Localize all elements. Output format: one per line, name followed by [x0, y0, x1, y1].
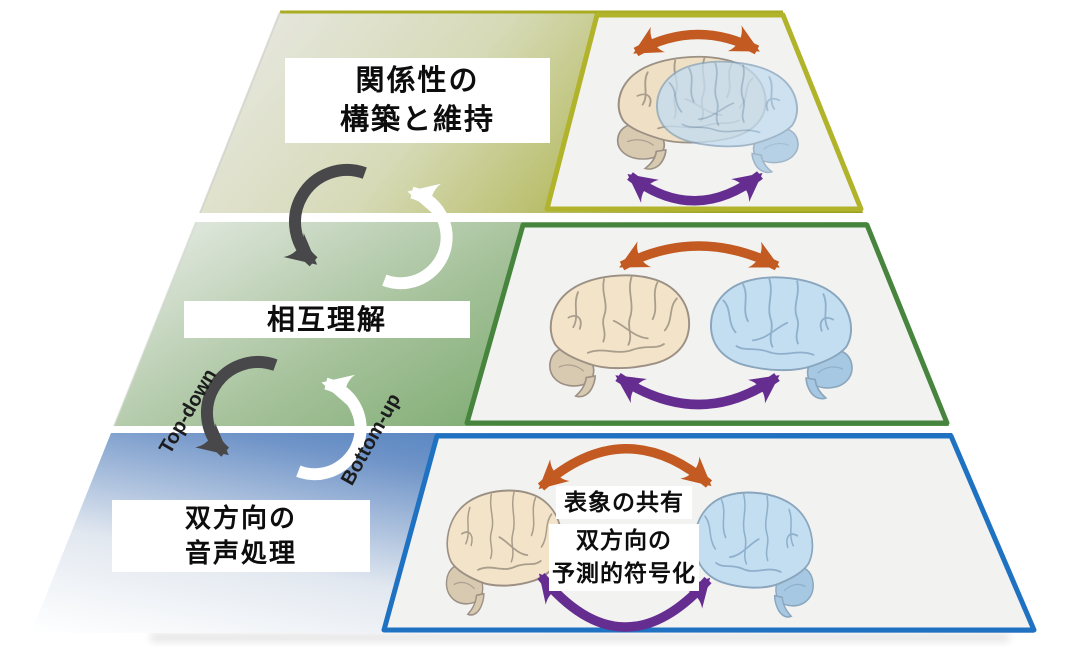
level1-label-line2: 構築と維持	[339, 103, 495, 136]
orange-reciprocal-arrow-level2	[619, 241, 780, 271]
predictive-coding-line1: 双方向の	[576, 527, 672, 553]
level1-label-line1: 関係性の	[355, 64, 480, 97]
top-down-cycle-arrow-lower	[195, 356, 278, 457]
level2-label-box: 相互理解	[184, 301, 470, 338]
bottom-up-cycle-arrow-upper	[382, 183, 453, 290]
bottom-up-cycle-arrow-lower	[296, 374, 367, 481]
level2-label-line1: 相互理解	[266, 304, 387, 335]
level1-label-box: 関係性の 構築と維持	[285, 58, 550, 143]
level2-panel	[464, 222, 950, 426]
level3-label-box: 双方向の 音声処理	[112, 500, 370, 572]
level3-label-line2: 音声処理	[184, 538, 297, 568]
shared-representation-label: 表象の共有	[556, 486, 692, 519]
level3-label-line1: 双方向の	[184, 503, 297, 533]
top-down-cycle-arrow-upper	[283, 163, 367, 267]
purple-reciprocal-arrow-level1	[627, 171, 763, 206]
level2-left-edge	[113, 221, 197, 427]
predictive-coding-label: 双方向の 予測的符号化	[549, 524, 699, 591]
level1-left-edge	[199, 11, 281, 214]
ground-shadow	[150, 633, 1010, 642]
purple-reciprocal-arrow-level3	[537, 572, 712, 632]
orange-reciprocal-arrow-level3	[537, 444, 713, 491]
orange-reciprocal-arrow-level1	[633, 25, 760, 57]
purple-reciprocal-arrow-level2	[615, 373, 780, 410]
predictive-coding-line2: 予測的符号化	[552, 560, 696, 586]
